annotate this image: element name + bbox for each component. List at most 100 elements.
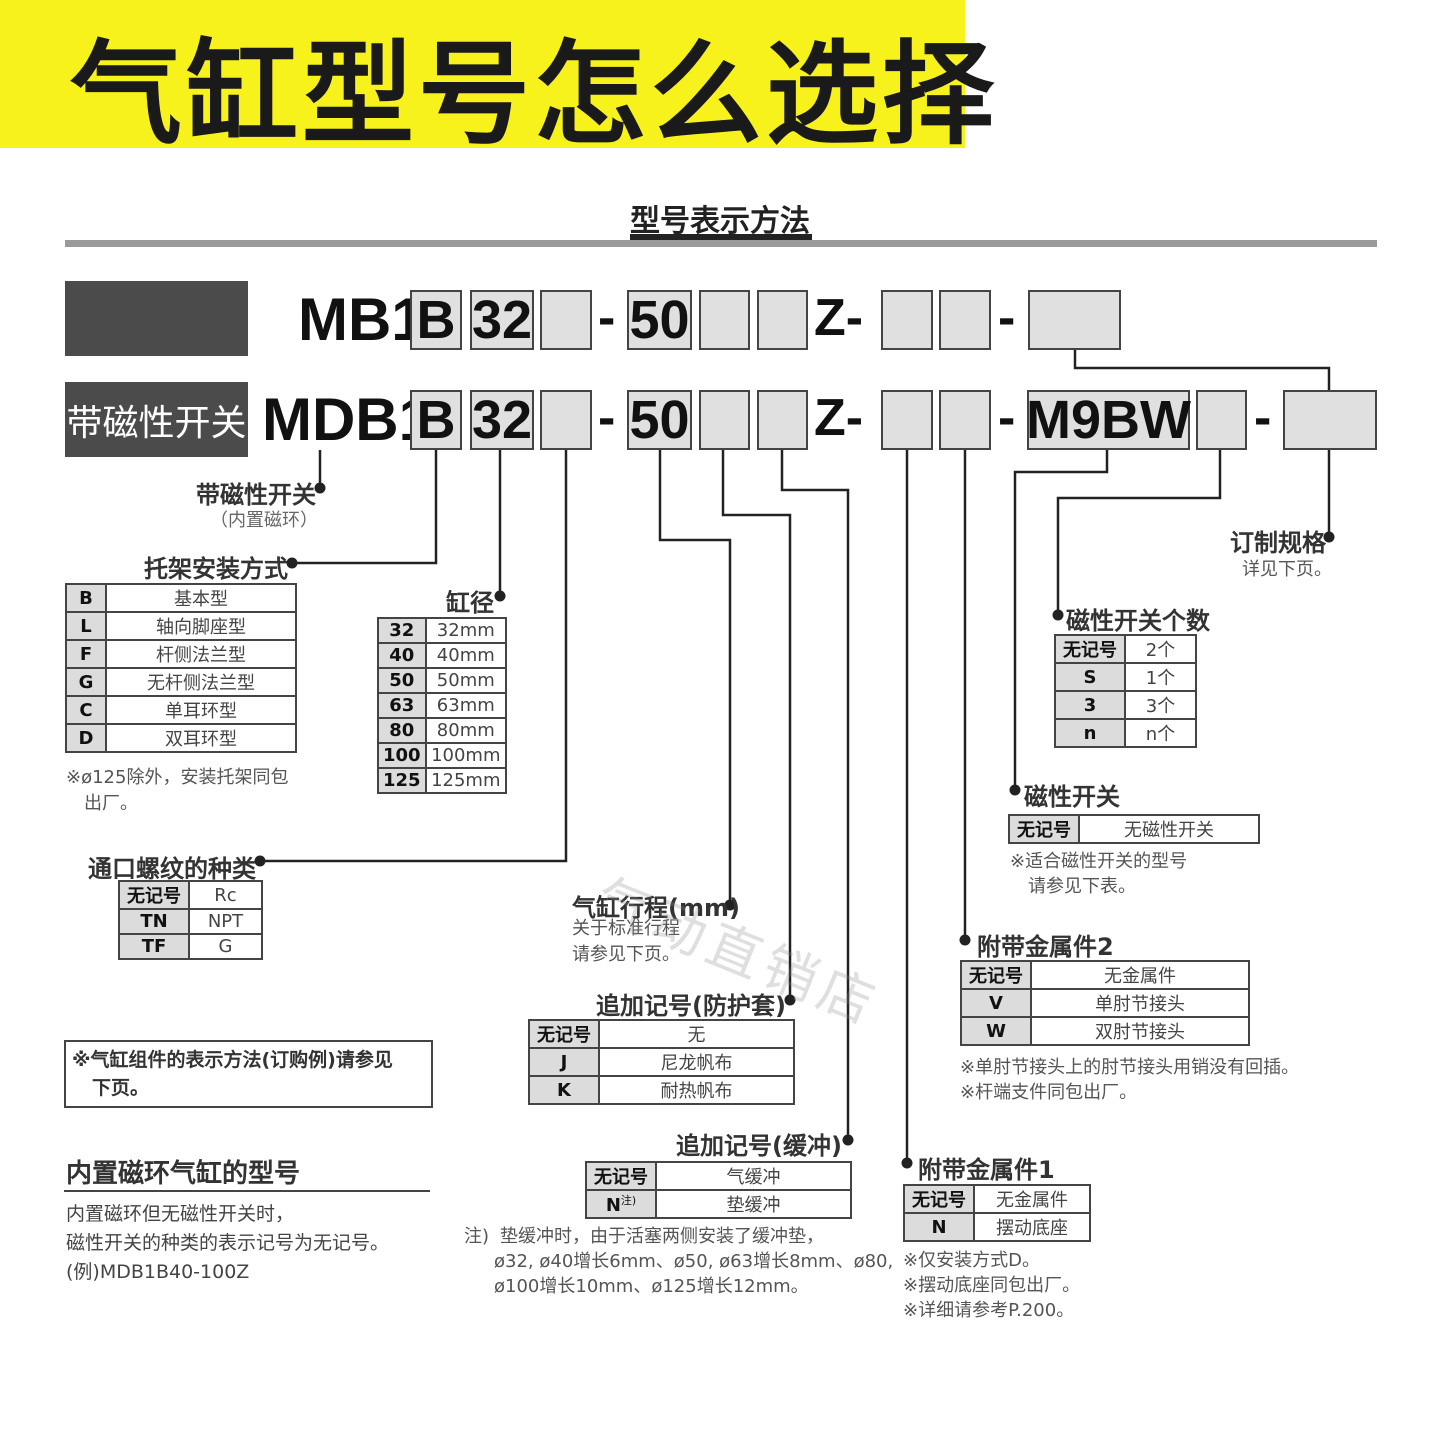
row2-count-box xyxy=(1196,390,1247,450)
table-key-cell: 无记号 xyxy=(1008,814,1080,844)
row1-acc1-box xyxy=(881,290,933,350)
row2-custom-box xyxy=(1283,390,1377,450)
table-key-cell: 50 xyxy=(377,667,427,694)
table-value-cell: 轴向脚座型 xyxy=(105,611,297,641)
row2-dash-3: - xyxy=(1254,389,1272,447)
dot-bore xyxy=(494,590,506,602)
table-key-cell: 100 xyxy=(377,742,427,769)
mounting-note-1: ※ø125除外，安装托架同包 xyxy=(66,767,289,788)
cushion-note-2: ø32, ø40增长6mm、ø50, ø63增长8mm、ø80, xyxy=(494,1251,894,1272)
table-value-cell: 无杆侧法兰型 xyxy=(105,667,297,697)
table-key-cell: K xyxy=(528,1075,600,1105)
row1-cushion-box xyxy=(757,290,808,350)
row2-acc1-box xyxy=(881,390,933,450)
table-key-cell: 无记号 xyxy=(528,1019,600,1049)
table-key-cell: 63 xyxy=(377,692,427,719)
table-value-cell: 气缓冲 xyxy=(655,1161,852,1191)
dot-magnetic xyxy=(314,482,326,494)
row2-stroke-box: 50 xyxy=(627,390,692,450)
dot-custom xyxy=(1323,531,1335,543)
table-value-cell: 无磁性开关 xyxy=(1078,814,1260,844)
table-value-cell: G xyxy=(188,933,263,960)
table-key-cell: 无记号 xyxy=(903,1184,975,1214)
table-value-cell: 1个 xyxy=(1124,662,1197,692)
custom-sub: 详见下页。 xyxy=(1242,559,1332,580)
dot-boot xyxy=(784,994,796,1006)
table-value-cell: 32mm xyxy=(424,617,508,644)
table-value-cell: 50mm xyxy=(424,667,508,694)
table-key-cell: TF xyxy=(118,933,190,960)
table-key-cell: N xyxy=(903,1212,975,1242)
magnetic-sub: （内置磁环） xyxy=(210,510,318,531)
table-key-cell: W xyxy=(960,1016,1032,1046)
cushion-note-1: 垫缓冲时，由于活塞两侧安装了缓冲垫， xyxy=(500,1226,824,1247)
table-row: 无记号无金属件 xyxy=(960,960,1250,990)
stroke-sub-2: 请参见下页。 xyxy=(572,944,680,965)
connector-mounting xyxy=(292,448,438,565)
row1-z: Z- xyxy=(814,289,864,347)
section-title-underline xyxy=(630,234,812,240)
table-value-cell: 无金属件 xyxy=(1030,960,1250,990)
row2-z: Z- xyxy=(814,389,864,447)
table-key-cell: D xyxy=(65,723,107,753)
dot-switch xyxy=(1009,784,1021,796)
title-banner xyxy=(0,0,965,148)
row2-port-box xyxy=(540,390,592,450)
table-value-cell: n个 xyxy=(1124,718,1197,748)
table-value-cell: 双肘节接头 xyxy=(1030,1016,1250,1046)
row2-dash-1: - xyxy=(598,389,616,447)
note-box-text: ※气缸组件的表示方法(订购例)请参见 下页。 xyxy=(72,1046,393,1102)
row2-acc2-box xyxy=(939,390,991,450)
table-key-cell: G xyxy=(65,667,107,697)
dot-stroke xyxy=(724,899,736,911)
mounting-note-2: 出厂。 xyxy=(84,793,138,814)
row1-port-box xyxy=(540,290,592,350)
table-key-cell: n xyxy=(1054,718,1126,748)
row1-dash-2: - xyxy=(998,289,1016,347)
row1-mount-box: B xyxy=(410,290,462,350)
dot-mounting xyxy=(286,557,298,569)
table-value-cell: 尼龙帆布 xyxy=(598,1047,795,1077)
table-value-cell: NPT xyxy=(188,908,263,935)
dot-acc2 xyxy=(959,934,971,946)
table-value-cell: 100mm xyxy=(424,742,508,769)
builtin-text: 内置磁环但无磁性开关时， 磁性开关的种类的表示记号为无记号。 (例)MDB1B4… xyxy=(66,1200,389,1287)
bore-title: 缸径 xyxy=(446,589,494,617)
table-row: 无记号无 xyxy=(528,1019,795,1049)
table-value-cell: 杆侧法兰型 xyxy=(105,639,297,669)
connector-stroke xyxy=(658,448,732,905)
table-value-cell: 无金属件 xyxy=(973,1184,1091,1214)
table-key-cell: 3 xyxy=(1054,690,1126,720)
table-row: N注)垫缓冲 xyxy=(585,1189,852,1219)
row2-dash-2: - xyxy=(998,389,1016,447)
table-value-cell: 125mm xyxy=(424,767,508,794)
table-key-cell: 40 xyxy=(377,642,427,669)
table-key-cell: B xyxy=(65,583,107,613)
builtin-line-3: (例)MDB1B40-100Z xyxy=(66,1261,250,1283)
table-key-cell: 无记号 xyxy=(118,880,190,910)
table-key-cell: J xyxy=(528,1047,600,1077)
connector-port xyxy=(260,448,568,863)
table-value-cell: 2个 xyxy=(1124,634,1197,664)
switch-table: 无记号无磁性开关 xyxy=(1008,814,1260,844)
table-value-cell: 80mm xyxy=(424,717,508,744)
table-key-cell: V xyxy=(960,988,1032,1018)
connector-boot xyxy=(721,448,792,1000)
table-row: 无记号气缓冲 xyxy=(585,1161,852,1191)
cushion-note-3: ø100增长10mm、ø125增长12mm。 xyxy=(494,1276,809,1297)
